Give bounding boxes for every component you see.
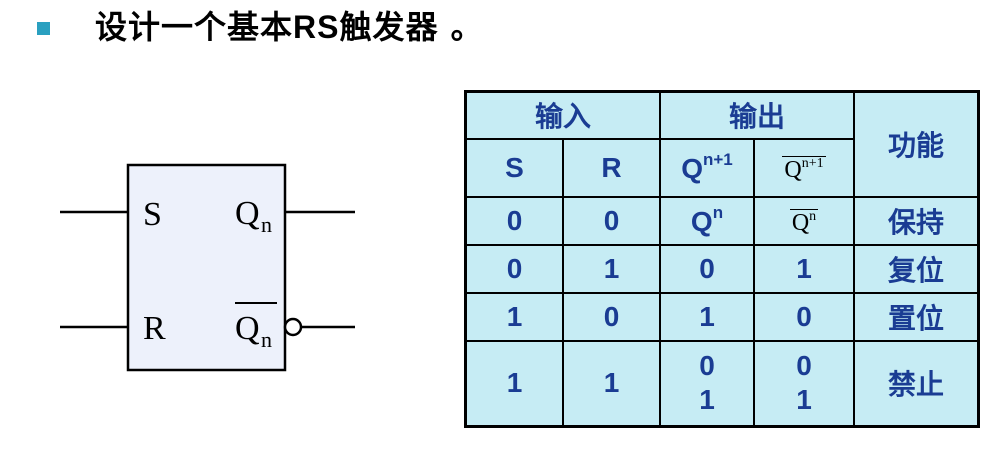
flipflop-box	[126, 163, 287, 372]
title-main: 设计一个基本	[95, 8, 294, 46]
cell-function: 禁止	[853, 339, 980, 428]
cell-r: 0	[562, 291, 661, 342]
cell-qbar-text: Q	[791, 209, 810, 236]
cell-qbar-sup: n	[809, 208, 817, 224]
title-rs: RS	[293, 9, 340, 45]
cell-function: 复位	[853, 243, 980, 294]
cell-r: 1	[562, 243, 661, 294]
subheader-qbar: Qn+1	[753, 137, 855, 198]
cell-function: 置位	[853, 291, 980, 342]
subheader-q-sup: n+1	[703, 150, 733, 169]
cell-q: Qn	[659, 195, 755, 246]
title-tail: 触发器	[339, 8, 439, 46]
label-r: R	[143, 310, 166, 347]
rs-flipflop-diagram: S R Q n Q n	[60, 163, 355, 372]
table-row: 0 0 Qn Qn 保持	[464, 195, 980, 246]
label-q: Q	[235, 195, 260, 232]
label-qbar-sub: n	[261, 327, 272, 352]
subheader-r: R	[562, 137, 661, 198]
cell-r: 0	[562, 195, 661, 246]
page-title: 设计一个基本RS触发器 。	[95, 2, 484, 48]
subheader-s: S	[464, 137, 564, 198]
cell-s: 0	[464, 243, 564, 294]
cell-r: 1	[562, 339, 661, 428]
subheader-q-text: Q	[681, 153, 703, 184]
cell-qbar-a: 0	[796, 350, 812, 382]
subheader-qbar-sup: n+1	[801, 155, 824, 171]
label-qbar: Q	[235, 310, 260, 347]
cell-s: 1	[464, 291, 564, 342]
cell-function: 保持	[853, 195, 980, 246]
cell-q-text: Q	[690, 206, 713, 237]
cell-q-b: 1	[699, 384, 715, 416]
header-function: 功能	[853, 90, 980, 198]
cell-qbar: 1	[753, 243, 855, 294]
cell-s: 0	[464, 195, 564, 246]
truth-table: 输入 输出 功能 S R Qn+1 Qn+1 0 0 Qn Qn 保持 0 1 …	[464, 90, 980, 428]
cell-q-a: 0	[699, 350, 715, 382]
label-q-sub: n	[261, 212, 272, 237]
table-row: 1 0 1 0 置位	[464, 291, 980, 342]
label-s: S	[143, 196, 162, 233]
bullet-square-icon	[37, 22, 50, 35]
cell-q: 0	[659, 243, 755, 294]
cell-q-sup: n	[712, 203, 724, 222]
cell-q: 1	[659, 291, 755, 342]
subheader-qbar-text: Q	[784, 156, 802, 183]
cell-qbar-b: 1	[796, 384, 812, 416]
inversion-bubble	[283, 317, 303, 337]
table-row: 0 1 0 1 复位	[464, 243, 980, 294]
subheader-q: Qn+1	[659, 137, 755, 198]
header-output: 输出	[659, 90, 855, 140]
title-period: 。	[450, 8, 484, 46]
header-input: 输入	[464, 90, 661, 140]
cell-qbar: Qn	[753, 195, 855, 246]
cell-qbar: 0	[753, 291, 855, 342]
cell-s: 1	[464, 339, 564, 428]
